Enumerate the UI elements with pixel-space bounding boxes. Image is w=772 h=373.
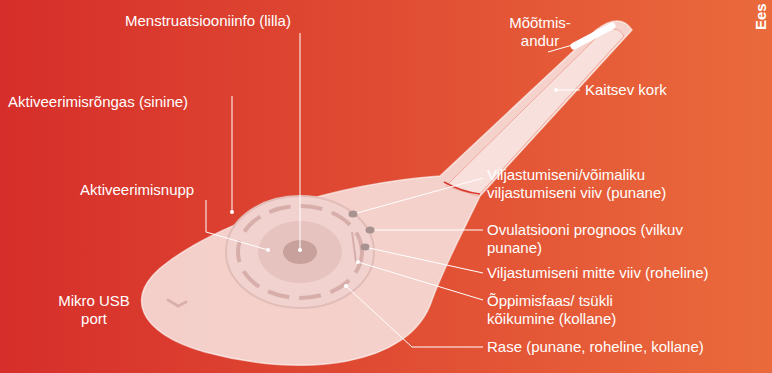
- leader-dot: [356, 260, 360, 264]
- part-label: Menstruatsiooniinfo (lilla): [125, 12, 291, 30]
- leader-dot: [554, 88, 558, 92]
- indicator-light: [361, 244, 370, 251]
- part-label: Rase (punane, roheline, kollane): [487, 338, 704, 356]
- leader-line: [300, 33, 301, 250]
- part-label: Viljastumiseni/võimaliku viljastumiseni …: [487, 166, 712, 202]
- indicator-bracket: [352, 232, 356, 262]
- leader-dot: [344, 284, 348, 288]
- part-label: Mõõtmis- andur: [506, 14, 574, 50]
- leader-line: [358, 262, 483, 300]
- part-label: Õppimisfaas/ tsükli kõikumine (kollane): [487, 292, 657, 328]
- part-label: Aktiveerimisrõngas (sinine): [8, 93, 188, 111]
- sensor: [574, 26, 612, 46]
- leader-line: [357, 178, 483, 213]
- part-label: Mikro USB port: [54, 292, 134, 328]
- leader-line: [369, 248, 483, 273]
- leader-line: [346, 286, 483, 347]
- leader-dot: [298, 248, 302, 252]
- language-tab: Ees: [752, 3, 770, 30]
- leader-line: [232, 96, 233, 212]
- leader-line: [206, 200, 268, 250]
- part-label: Kaitsev kork: [585, 81, 667, 99]
- part-label: Ovulatsiooni prognoos (vilkuv punane): [487, 221, 719, 257]
- usb-port: [168, 300, 186, 306]
- leader-line: [556, 90, 580, 91]
- leader-line: [375, 230, 483, 231]
- leader-dot: [230, 210, 234, 214]
- part-label: Viljastumiseni mitte viiv (roheline): [487, 264, 708, 282]
- indicator-light: [366, 227, 375, 234]
- indicator-light: [349, 211, 358, 218]
- part-label: Aktiveerimisnupp: [80, 181, 194, 199]
- leader-dot: [266, 248, 270, 252]
